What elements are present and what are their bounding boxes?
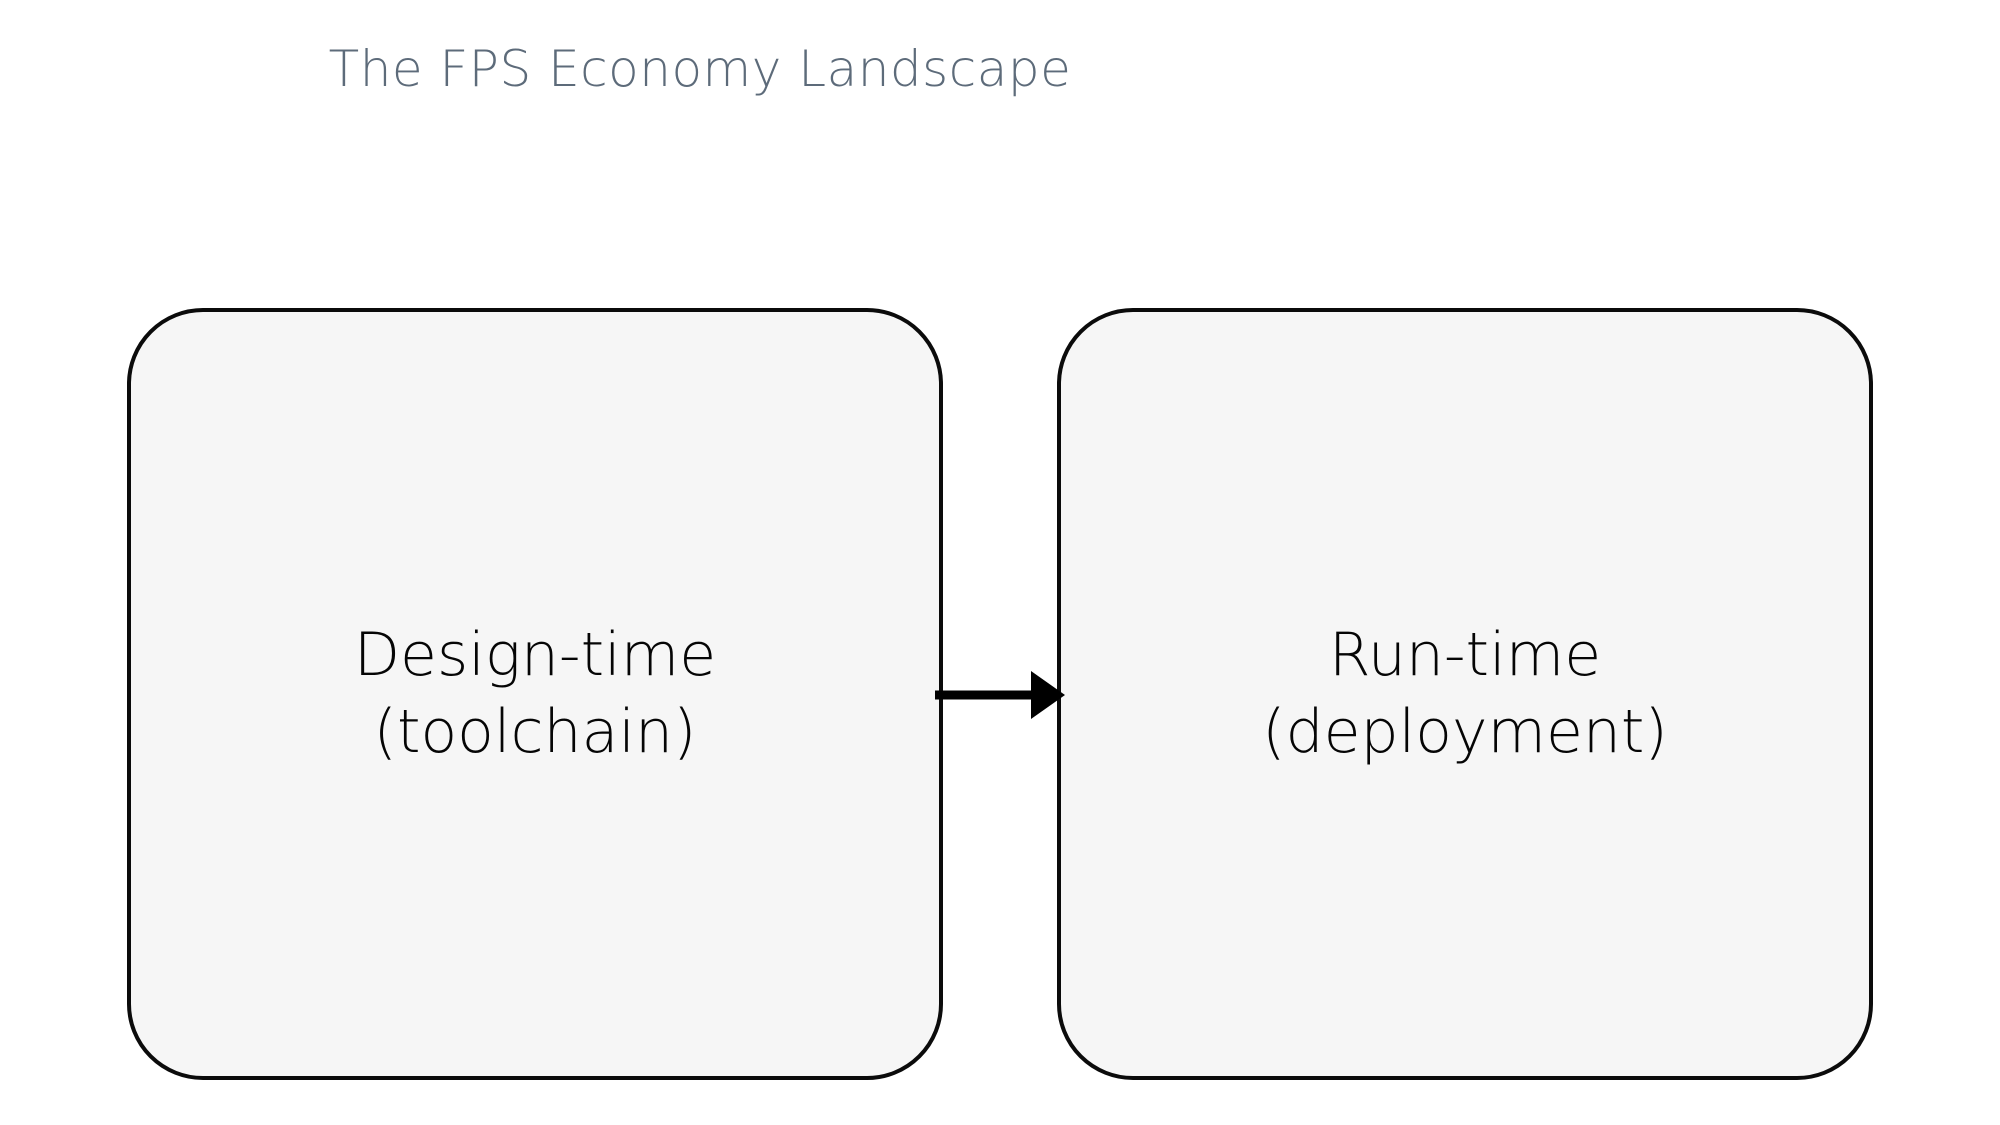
node-run-time[interactable]: Run-time (deployment) xyxy=(1057,308,1873,1080)
node-run-time-label: Run-time (deployment) xyxy=(1262,620,1668,767)
edge-design-time-to-run-time xyxy=(935,671,1065,719)
node-design-time[interactable]: Design-time (toolchain) xyxy=(127,308,943,1080)
page-title: The FPS Economy Landscape xyxy=(328,40,1072,98)
arrowhead-icon xyxy=(1031,671,1065,719)
node-design-time-label: Design-time (toolchain) xyxy=(353,620,717,767)
